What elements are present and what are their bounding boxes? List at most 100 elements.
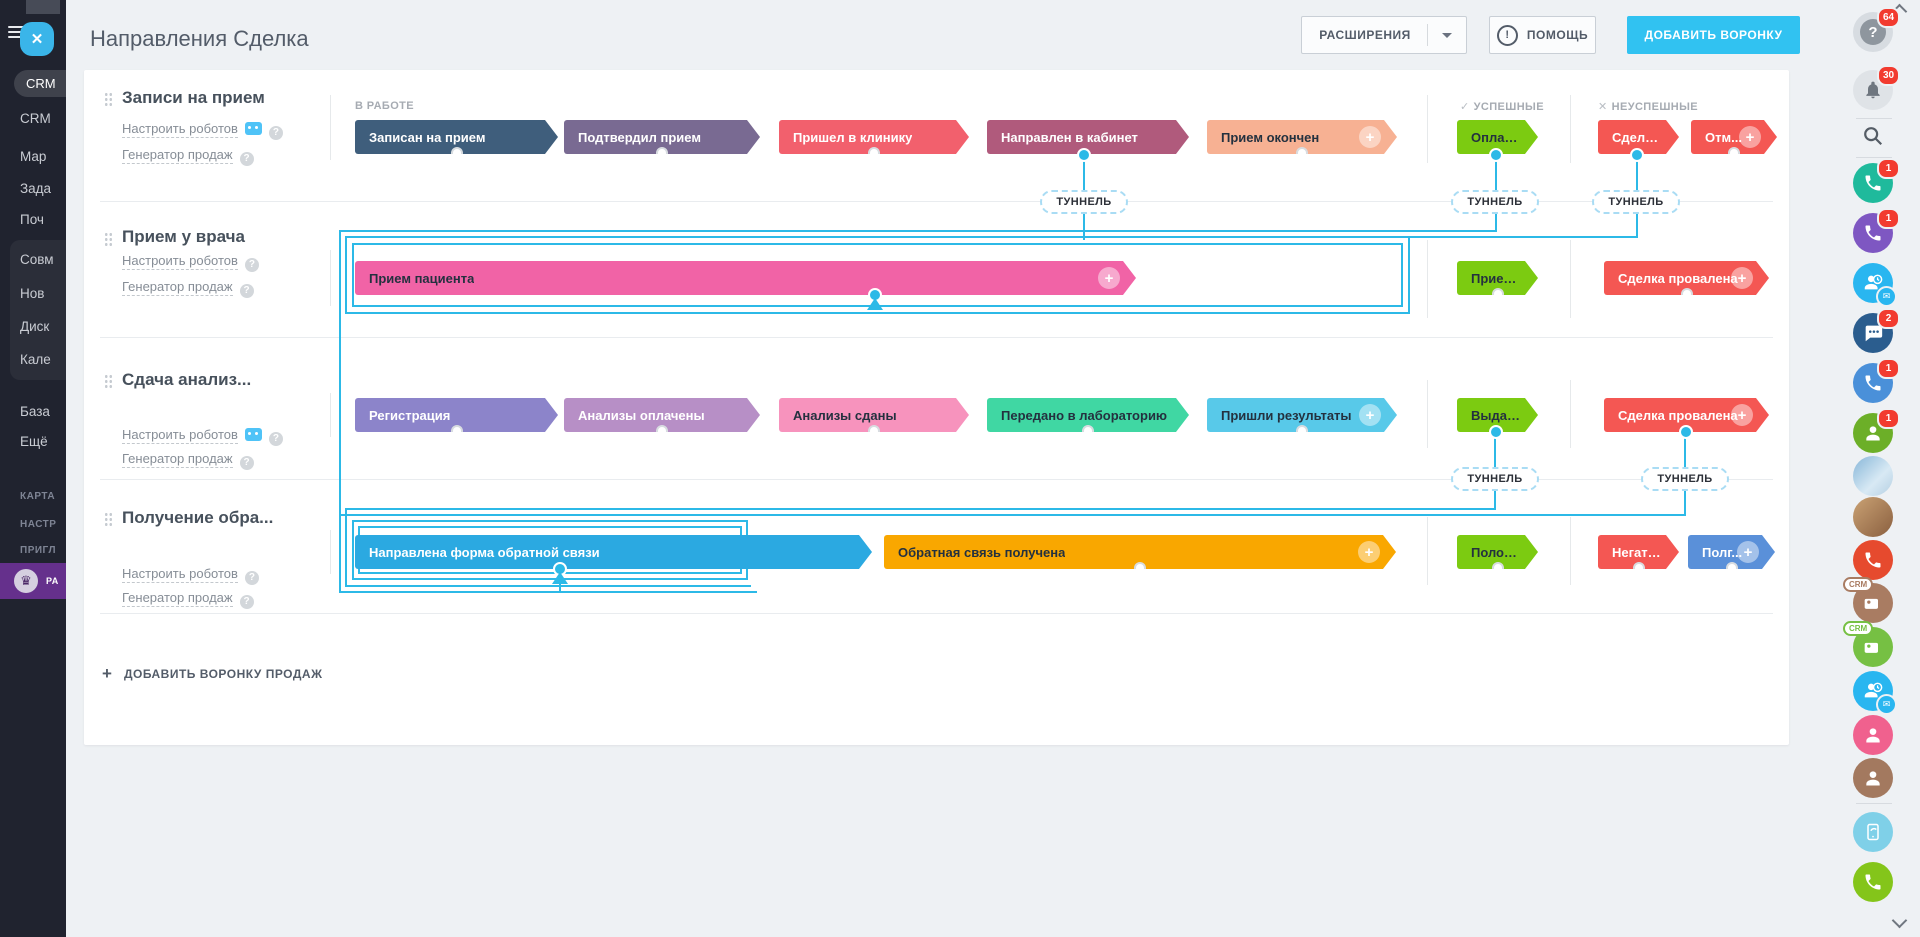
sidebar-item-crm-active[interactable]: CRM: [14, 70, 66, 97]
stage-chip[interactable]: Негати...: [1598, 535, 1679, 569]
help-circle-icon[interactable]: ?: [244, 571, 259, 585]
sidebar-item-crm[interactable]: CRM: [20, 111, 51, 126]
contact-pink-icon[interactable]: [1853, 715, 1893, 755]
help-circle-icon[interactable]: ?: [268, 432, 283, 446]
funnel-title[interactable]: Получение обра...: [122, 508, 274, 527]
tunnel-source-dot[interactable]: [1077, 148, 1091, 162]
sidebar-item-news[interactable]: Нов: [20, 286, 45, 301]
stage-chip[interactable]: Передано в лабораторию: [987, 398, 1189, 432]
sidebar-item-collab[interactable]: Совм: [20, 252, 54, 267]
stage-chip[interactable]: Положи...: [1457, 535, 1538, 569]
help-button[interactable]: ! ПОМОЩЬ: [1489, 16, 1596, 54]
funnel-title[interactable]: Прием у врача: [122, 227, 245, 246]
search-icon[interactable]: [1853, 118, 1893, 154]
stage-chip[interactable]: Регистрация: [355, 398, 558, 432]
stage-chip[interactable]: Сделка провалена +: [1604, 261, 1769, 295]
tunnel-badge[interactable]: ТУННЕЛЬ: [1451, 190, 1539, 214]
stage-chip[interactable]: Прием пациента +: [355, 261, 1136, 295]
tunnel-source-dot[interactable]: [1679, 425, 1693, 439]
sidebar-item-more[interactable]: Ещё: [20, 434, 48, 449]
telephony-red-icon[interactable]: [1853, 540, 1893, 580]
stage-chip[interactable]: Прием ...: [1457, 261, 1538, 295]
telephony-teal-icon[interactable]: 1: [1853, 158, 1900, 203]
configure-robots-link[interactable]: Настроить роботов?: [122, 121, 283, 140]
stage-chip[interactable]: Пришел в клинику: [779, 120, 969, 154]
stage-chip[interactable]: Подтвердил прием: [564, 120, 760, 154]
drag-handle[interactable]: [104, 512, 113, 527]
stage-chip[interactable]: Анализы оплачены: [564, 398, 760, 432]
drag-handle[interactable]: [104, 374, 113, 389]
tunnel-badge[interactable]: ТУННЕЛЬ: [1592, 190, 1680, 214]
add-stage-icon[interactable]: +: [1731, 267, 1753, 289]
sidebar-item-sitemap[interactable]: КАРТА: [20, 491, 56, 502]
sales-generator-link[interactable]: Генератор продаж?: [122, 279, 254, 298]
sales-generator-link[interactable]: Генератор продаж?: [122, 590, 254, 609]
tunnel-badge[interactable]: ТУННЕЛЬ: [1040, 190, 1128, 214]
help-circle-icon[interactable]: ?: [268, 126, 283, 140]
help-icon[interactable]: ? 64: [1853, 7, 1900, 52]
tunnel-source-dot[interactable]: [1489, 148, 1503, 162]
mobile-app-icon[interactable]: [1853, 812, 1893, 852]
group-chat-icon[interactable]: 2: [1853, 308, 1900, 353]
stage-chip[interactable]: Обратная связь получена +: [884, 535, 1396, 569]
upgrade-plan-banner[interactable]: ♛ РА: [0, 563, 66, 599]
help-circle-icon[interactable]: ?: [244, 258, 259, 272]
add-stage-icon[interactable]: +: [1731, 404, 1753, 426]
tunnel-source-dot[interactable]: [1489, 425, 1503, 439]
close-menu-button[interactable]: ✕: [20, 22, 54, 56]
stage-chip[interactable]: Направлена форма обратной связи: [355, 535, 872, 569]
crm-connector-brown-icon[interactable]: CRM: [1843, 577, 1893, 623]
tunnel-badge[interactable]: ТУННЕЛЬ: [1451, 467, 1539, 491]
scroll-down-icon[interactable]: [1891, 912, 1908, 929]
stage-chip[interactable]: Записан на прием: [355, 120, 558, 154]
tunnel-badge[interactable]: ТУННЕЛЬ: [1641, 467, 1729, 491]
telephony-blue-icon[interactable]: 1: [1853, 358, 1900, 403]
sales-generator-link[interactable]: Генератор продаж?: [122, 451, 254, 470]
extensions-button[interactable]: РАСШИРЕНИЯ: [1301, 16, 1467, 54]
avatar[interactable]: [1853, 497, 1893, 537]
sales-generator-link[interactable]: Генератор продаж?: [122, 147, 254, 166]
sidebar-item-settings[interactable]: НАСТР: [20, 519, 57, 530]
sidebar-item-mail[interactable]: Поч: [20, 212, 44, 227]
configure-robots-link[interactable]: Настроить роботов?: [122, 427, 283, 446]
avatar[interactable]: [1853, 456, 1893, 496]
add-stage-icon[interactable]: +: [1359, 404, 1381, 426]
contact-brown-icon[interactable]: [1853, 758, 1893, 798]
funnel-title[interactable]: Сдача анализ...: [122, 370, 252, 389]
configure-robots-link[interactable]: Настроить роботов?: [122, 253, 259, 272]
menu-burger-icon[interactable]: [8, 26, 24, 38]
configure-robots-link[interactable]: Настроить роботов?: [122, 566, 259, 585]
sidebar-item-calendar[interactable]: Кале: [20, 352, 51, 367]
extensions-dropdown-button[interactable]: [1428, 17, 1466, 53]
stage-chip[interactable]: Полг... +: [1688, 535, 1775, 569]
help-circle-icon[interactable]: ?: [239, 284, 254, 298]
sidebar-item-invite[interactable]: ПРИГЛ: [20, 545, 56, 556]
sidebar-item-tasks[interactable]: Зада: [20, 181, 52, 196]
sidebar-item-knowledge-base[interactable]: База: [20, 404, 50, 419]
add-stage-icon[interactable]: +: [1739, 126, 1761, 148]
crm-connector-green-icon[interactable]: CRM: [1843, 621, 1893, 667]
drag-handle[interactable]: [104, 92, 113, 107]
extensions-button-label[interactable]: РАСШИРЕНИЯ: [1319, 28, 1411, 42]
contact-green-icon[interactable]: 1: [1853, 408, 1900, 453]
add-funnel-button[interactable]: ДОБАВИТЬ ВОРОНКУ: [1627, 16, 1800, 54]
add-stage-icon[interactable]: +: [1358, 541, 1380, 563]
help-circle-icon[interactable]: ?: [239, 152, 254, 166]
add-stage-icon[interactable]: +: [1098, 267, 1120, 289]
telephony-purple-icon[interactable]: 1: [1853, 208, 1900, 253]
sidebar-item-marketing[interactable]: Мар: [20, 149, 47, 164]
add-stage-icon[interactable]: +: [1359, 126, 1381, 148]
callback-green-icon[interactable]: [1853, 862, 1893, 902]
tunnel-source-dot[interactable]: [1630, 148, 1644, 162]
drag-handle[interactable]: [104, 232, 113, 247]
funnel-title[interactable]: Записи на прием: [122, 88, 265, 107]
stage-chip[interactable]: Отм... +: [1691, 120, 1777, 154]
stage-chip[interactable]: Прием окончен +: [1207, 120, 1397, 154]
openlines-icon[interactable]: ✉: [1853, 263, 1897, 307]
add-stage-icon[interactable]: +: [1737, 541, 1759, 563]
help-circle-icon[interactable]: ?: [239, 456, 254, 470]
add-sales-funnel-link[interactable]: + ДОБАВИТЬ ВОРОНКУ ПРОДАЖ: [102, 664, 323, 683]
stage-chip[interactable]: Пришли результаты +: [1207, 398, 1397, 432]
stage-chip[interactable]: Анализы сданы: [779, 398, 969, 432]
help-circle-icon[interactable]: ?: [239, 595, 254, 609]
